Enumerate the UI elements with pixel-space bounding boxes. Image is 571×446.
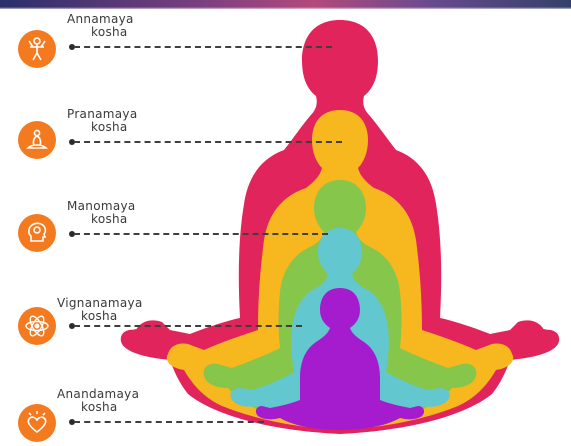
body-figure-icon — [18, 30, 56, 68]
head-mind-icon — [18, 214, 56, 252]
leader-line — [74, 233, 328, 235]
leader-line — [74, 46, 332, 48]
kosha-label: Manomaya kosha — [67, 200, 136, 226]
atom-icon — [18, 307, 56, 345]
leader-line — [74, 325, 302, 327]
kosha-label: Pranamaya kosha — [67, 108, 137, 134]
heart-glow-icon — [18, 404, 56, 442]
kosha-label: Vignanamaya kosha — [57, 297, 143, 323]
meditation-figure-icon — [18, 121, 56, 159]
kosha-label: Anandamaya kosha — [57, 388, 139, 414]
leader-line — [74, 421, 264, 423]
leader-line — [74, 141, 342, 143]
kosha-label: Annamaya kosha — [67, 13, 134, 39]
